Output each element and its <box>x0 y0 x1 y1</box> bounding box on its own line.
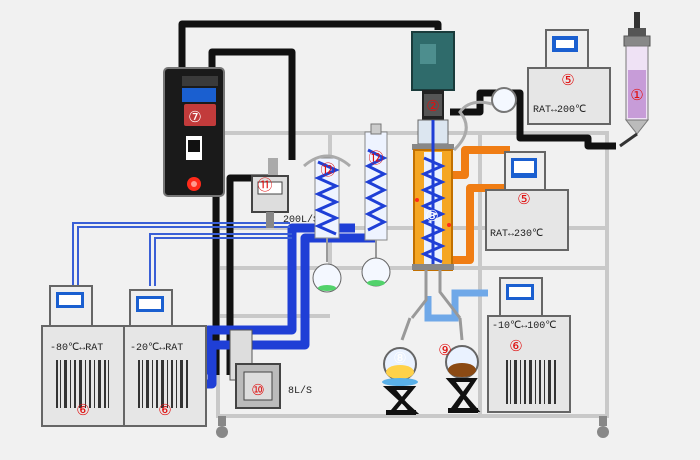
chiller-left-1 <box>41 285 125 427</box>
marker-6-left-1: ⑥ <box>76 401 89 419</box>
evaporator-column <box>410 119 462 319</box>
heater-middle-range: RAT↔230℃ <box>490 229 543 240</box>
marker-5-top: ⑤ <box>561 71 574 89</box>
vacuum-screen-main <box>184 104 216 126</box>
marker-12-b: ⑫ <box>368 149 383 167</box>
pump-flow-200: 200L/S <box>283 214 319 226</box>
diffusion-pump <box>251 158 289 228</box>
receiving-flask-9 <box>445 317 481 413</box>
chiller-right-range: -10℃↔100℃ <box>492 321 556 332</box>
vacuum-screen-top <box>182 88 216 102</box>
marker-10: ⑩ <box>251 381 264 399</box>
vacuum-controller <box>163 67 225 197</box>
orange-heating-hoses <box>448 146 510 264</box>
cold-trap-1 <box>303 154 351 293</box>
cold-trap-2 <box>361 123 391 287</box>
marker-2: ② <box>426 97 439 115</box>
frame-wheels <box>216 416 609 438</box>
chiller-left-1-range: -80℃↔RAT <box>50 343 103 354</box>
marker-6-left-2: ⑥ <box>158 401 171 419</box>
marker-12-a: ⑫ <box>320 161 335 179</box>
heater-top-range: RAT↔200℃ <box>533 105 586 116</box>
receiving-flask-8 <box>382 317 420 415</box>
light-blue-hoses <box>424 289 488 322</box>
marker-6-right: ⑥ <box>509 337 522 355</box>
marker-8: ⑧ <box>393 349 406 367</box>
feed-funnel <box>619 12 651 148</box>
marker-9: ⑨ <box>438 341 451 359</box>
side-condenser <box>452 87 517 152</box>
chiller-left-2 <box>123 289 207 427</box>
heater-top <box>527 29 611 125</box>
marker-11: ⑪ <box>257 176 272 194</box>
thin-blue-lines <box>72 222 292 286</box>
rotary-vane-pump <box>229 329 281 409</box>
stirring-motor <box>411 31 455 120</box>
pump-flow-8: 8L/S <box>288 385 312 397</box>
heater-middle <box>485 151 569 251</box>
marker-3: ③ <box>425 207 438 225</box>
chiller-right <box>487 277 571 413</box>
marker-1: ① <box>630 86 643 104</box>
chiller-left-2-range: -20℃↔RAT <box>130 343 183 354</box>
marker-7: ⑦ <box>188 108 201 126</box>
marker-5-middle: ⑤ <box>517 190 530 208</box>
